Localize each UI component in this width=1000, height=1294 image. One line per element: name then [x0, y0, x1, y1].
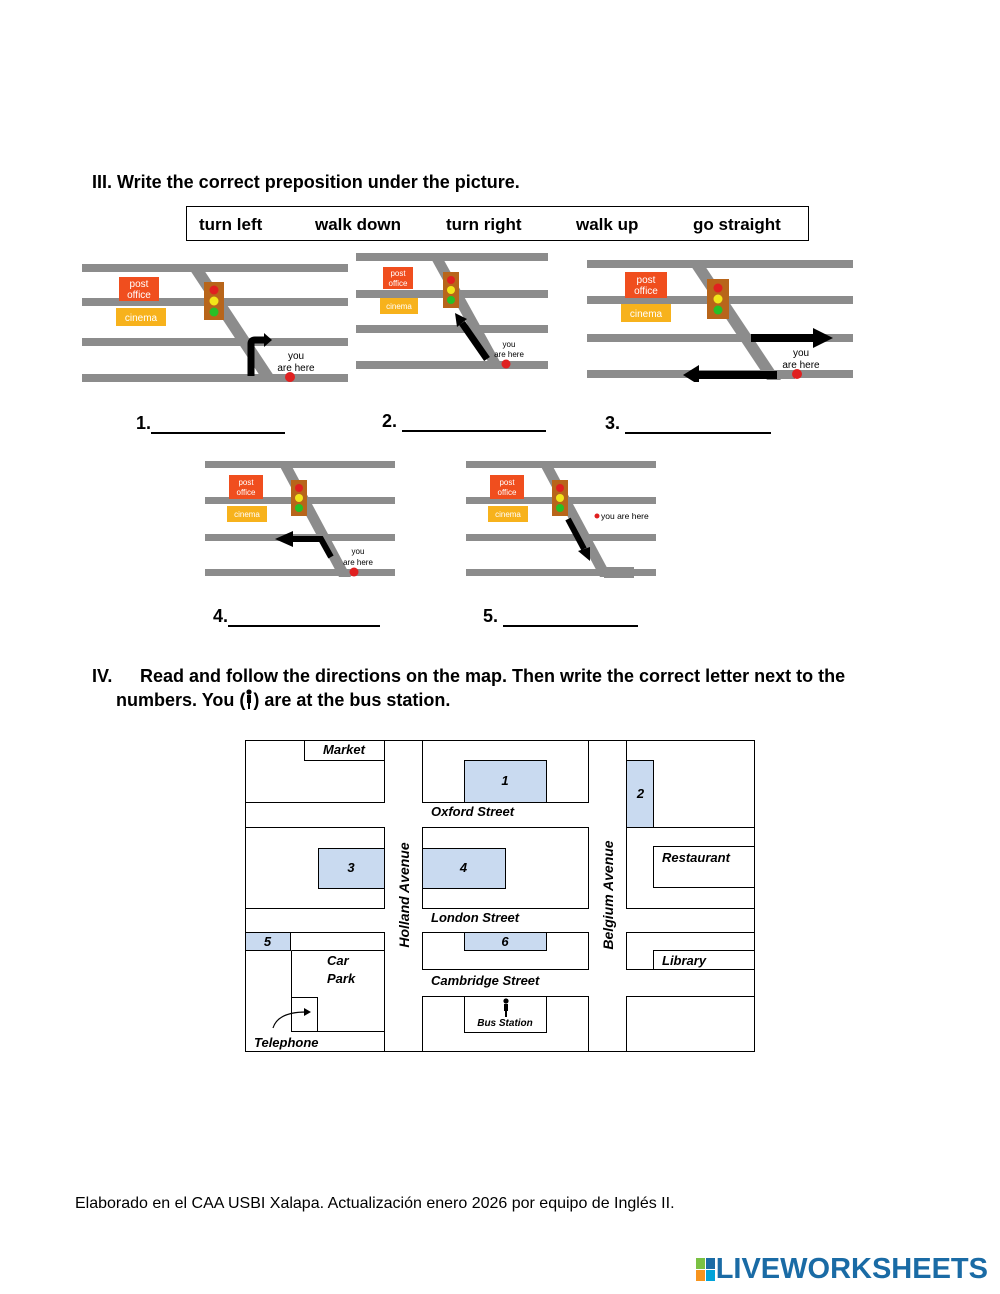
you-label: you — [288, 351, 304, 362]
are-here-label: are here — [494, 350, 524, 359]
picture-3: post office cinema you are here — [587, 258, 853, 382]
building-2-label: 2 — [636, 786, 645, 801]
post-label: post — [637, 275, 656, 286]
answer-3-input[interactable] — [625, 412, 772, 432]
section-4-number: IV. — [92, 666, 113, 686]
you-label: you — [503, 340, 516, 349]
answer-4: 4. — [213, 603, 381, 627]
building-1-label: 1 — [501, 773, 509, 788]
picture-5: post office cinema you are here — [466, 461, 656, 579]
office-label: office — [389, 279, 409, 288]
cinema-label: cinema — [630, 309, 663, 320]
restaurant-label: Restaurant — [662, 850, 730, 865]
you-are-here-dot — [285, 372, 295, 382]
post-label: post — [390, 269, 406, 278]
brand-name: LIVEWORKSHEETS — [715, 1253, 988, 1285]
market-label: Market — [323, 742, 365, 757]
office-label: office — [237, 488, 257, 497]
answer-4-input[interactable] — [228, 605, 381, 625]
are-here-label: are here — [343, 558, 373, 567]
cambridge-street-label: Cambridge Street — [431, 973, 540, 988]
section-4-title-line1: Read and follow the directions on the ma… — [140, 666, 846, 686]
picture-1: post office cinema you are here — [82, 262, 348, 384]
office-label: office — [498, 488, 518, 497]
office-label: office — [634, 286, 658, 297]
liveworksheets-logo[interactable]: LIVEWORKSHEETS — [695, 1253, 988, 1286]
you-are-here-dot — [594, 513, 600, 519]
cinema-label: cinema — [495, 510, 521, 519]
you-are-here-dot — [501, 359, 511, 369]
answer-number: 5. — [483, 606, 499, 626]
word-option: walk up — [576, 215, 639, 234]
word-option: turn left — [199, 215, 263, 234]
post-label: post — [499, 478, 515, 487]
post-label: post — [238, 478, 254, 487]
answer-5: 5. — [483, 603, 639, 627]
answer-number: 1. — [136, 413, 152, 433]
building-5-label: 5 — [263, 934, 272, 949]
you-label: you — [352, 547, 365, 556]
answer-2: 2. — [382, 408, 547, 432]
holland-avenue-label: Holland Avenue — [396, 842, 412, 948]
car-label: Car — [327, 953, 349, 968]
answer-1: 1. — [136, 410, 286, 434]
answer-number: 2. — [382, 411, 398, 431]
office-label: office — [127, 290, 151, 301]
word-bank: turn left walk down turn right walk up g… — [186, 206, 809, 241]
london-street-label: London Street — [431, 910, 520, 925]
word-option: walk down — [315, 215, 401, 234]
are-here-label: are here — [277, 363, 315, 374]
footer-credit: Elaborado en el CAA USBI Xalapa. Actuali… — [75, 1195, 675, 1212]
section-4-title-line2: numbers. You () are at the bus station. — [116, 689, 451, 710]
are-here-label: are here — [782, 360, 820, 371]
answer-3: 3. — [605, 410, 772, 434]
library-label: Library — [662, 953, 707, 968]
liveworksheets-icon — [695, 1257, 715, 1281]
building-3-label: 3 — [347, 860, 355, 875]
building-6-label: 6 — [501, 934, 509, 949]
answer-5-input[interactable] — [503, 605, 639, 625]
belgium-avenue-label: Belgium Avenue — [600, 840, 616, 950]
you-are-here-dot — [792, 369, 802, 379]
person-icon — [246, 689, 252, 709]
park-label: Park — [327, 971, 356, 986]
answer-1-input[interactable] — [151, 412, 286, 432]
you-are-here-dot — [349, 567, 359, 577]
bus-station-label: Bus Station — [477, 1018, 533, 1029]
cinema-label: cinema — [125, 313, 158, 324]
word-option: turn right — [446, 215, 522, 234]
section-3-title: III. Write the correct preposition under… — [92, 172, 520, 192]
telephone-label: Telephone — [254, 1035, 319, 1050]
cinema-label: cinema — [386, 302, 412, 311]
picture-2: post office cinema you are here — [356, 253, 548, 371]
answer-number: 4. — [213, 606, 229, 626]
picture-4: post office cinema you are here — [205, 461, 395, 579]
building-4-label: 4 — [459, 860, 468, 875]
word-option: go straight — [693, 215, 781, 234]
you-are-here-label: you are here — [601, 511, 649, 521]
cinema-label: cinema — [234, 510, 260, 519]
answer-2-input[interactable] — [402, 410, 547, 430]
post-label: post — [130, 279, 149, 290]
oxford-street-label: Oxford Street — [431, 804, 515, 819]
answer-number: 3. — [605, 413, 621, 433]
you-label: you — [793, 348, 809, 359]
